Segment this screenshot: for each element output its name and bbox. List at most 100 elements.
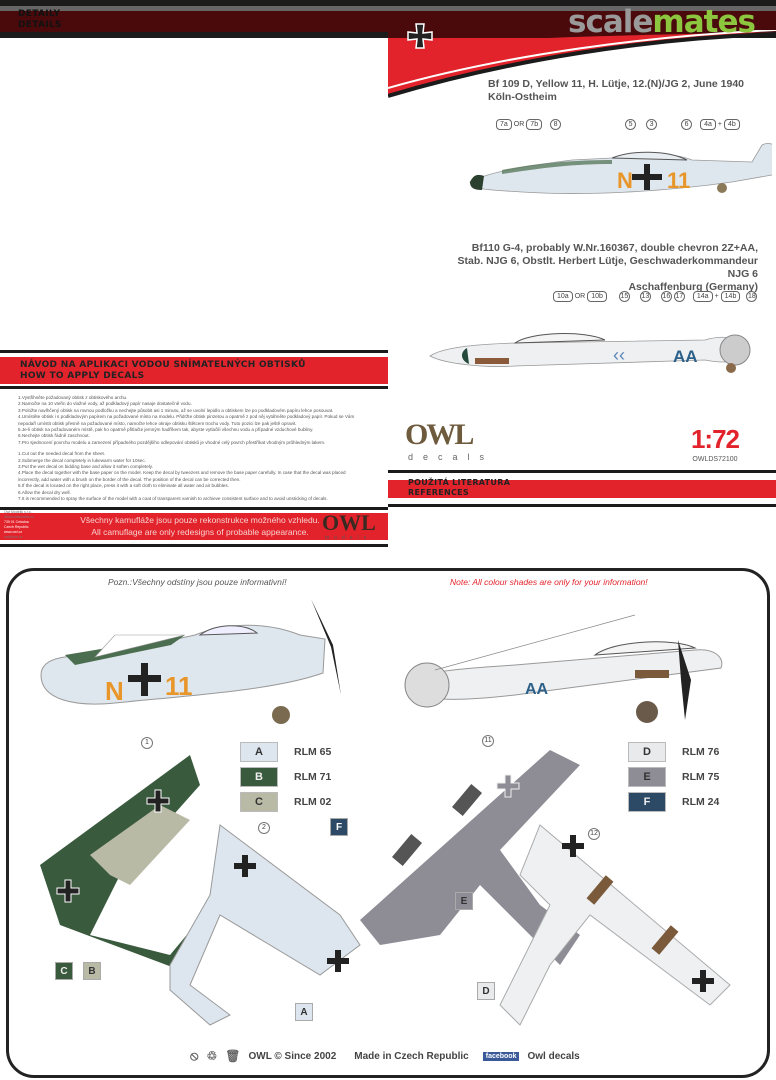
references-title-en: REFERENCES (408, 488, 469, 497)
iron-cross-icon (407, 23, 433, 49)
callout: 17 (673, 291, 685, 302)
colour-swatch: E (628, 767, 666, 787)
copyright: OWL © Since 2002 (248, 1050, 337, 1062)
instructions-title: NÁVOD NA APLIKACI VODOU SNÍMATELNÝCH OBT… (20, 360, 306, 382)
instruction-step: 3.Položte navlhčený obtisk na rovnou pod… (18, 407, 334, 413)
instruction-step: 6.Nechejte obtisk řádně zaschnout. (18, 433, 90, 439)
scheme2-unit: Stab. NJG 6, Obstlt. Herbert Lütje, Gesc… (457, 255, 759, 280)
code-letter-n: N (105, 676, 124, 706)
instruction-step: 5.If the decal is located on the right p… (18, 483, 229, 489)
divider (388, 470, 776, 473)
instruction-step: 2.Submerge the decal completely in lukew… (18, 457, 146, 463)
camouflage-note-en: All camuflage are only redesigns of prob… (91, 527, 309, 537)
colour-name: RLM 76 (682, 746, 720, 758)
scheme1-caption: Bf 109 D, Yellow 11, H. Lütje, 12.(N)/JG… (488, 78, 744, 104)
instructions-title-en: HOW TO APPLY DECALS (20, 371, 145, 381)
instruction-step: 1.Vystřihněte požadovaný obtisk z obtisk… (18, 395, 128, 400)
plan-callout: 11 (482, 735, 494, 747)
camouflage-note: Všechny kamufláže jsou pouze rekonstrukc… (80, 514, 320, 538)
instr-band (0, 357, 388, 384)
callout: 4a (700, 119, 716, 130)
callout-plus: + (717, 120, 722, 129)
colour-note-en: Note: All colour shades are only for you… (450, 577, 648, 587)
watermark-part1: scale (568, 4, 653, 40)
bf109-plan-views (40, 755, 361, 1026)
callout: 8 (550, 119, 562, 130)
colour-label-e: E (455, 892, 473, 910)
instruction-step: 1.Cut out the needed decal from the shee… (18, 451, 106, 457)
colour-chip-f: F RLM 24 (628, 792, 719, 812)
company-line: Owl Modelik s.r.o. (4, 510, 32, 514)
instruction-step: 3.Put the wet decal on bidding base and … (18, 464, 154, 470)
instruction-step: 7.Pro sjednocení povrchu modelu a zameze… (18, 439, 326, 445)
colour-label-b: B (83, 962, 101, 980)
plan-callout: 2 (258, 822, 270, 834)
colour-label-c: C (55, 962, 73, 980)
code-aa: AA (673, 347, 698, 366)
facebook-icon[interactable]: facebook (482, 1051, 520, 1061)
divider (0, 350, 388, 353)
owl-decals-sub: decals (408, 452, 495, 462)
product-code: OWLDS72100 (692, 456, 738, 463)
recycle-icon: ♲ (206, 1049, 218, 1063)
callout: 18 (746, 291, 758, 302)
callout-or: OR (574, 292, 586, 301)
instruction-step: 6.Allow the decal dry well. (18, 489, 71, 495)
plan-callout: 1 (141, 737, 153, 749)
bf110-plan-views (360, 750, 731, 1026)
scheme1-location: Köln-Ostheim (488, 91, 557, 103)
owl-models-logo: OWL (322, 510, 376, 535)
callout: 5 (625, 119, 637, 130)
scheme2-location: Aschaffenburg (Germany) (628, 281, 758, 293)
camouflage-note-cz: Všechny kamufláže jsou pouze rekonstrukc… (80, 515, 320, 525)
bf110-side-profile: ‹‹ AA (429, 333, 751, 373)
callout-plus: + (714, 292, 719, 301)
watermark-part2: mates (652, 4, 756, 40)
colour-swatch: B (240, 767, 278, 787)
owl-models-sub: models (325, 535, 372, 541)
company-line: www.owl.cz (4, 530, 23, 534)
callout: 4b (723, 119, 740, 130)
company-line: Www.owlmodels.cz (4, 515, 35, 519)
red-swoosh (388, 30, 776, 98)
colour-profile-panel (6, 568, 770, 1078)
colour-swatch: D (628, 742, 666, 762)
bf109-side-profile: N 11 (469, 143, 772, 194)
callout: 15 (618, 291, 630, 302)
bf110-colour-side-view: AA (404, 614, 723, 723)
callout: 3 (646, 119, 658, 130)
code-number-11: 11 (667, 168, 690, 193)
colour-swatch: F (628, 792, 666, 812)
callout-or: OR (513, 120, 525, 129)
callout: 13 (639, 291, 651, 302)
scheme2-caption: Bf110 G-4, probably W.Nr.160367, double … (440, 242, 759, 294)
callout: 16 (660, 291, 672, 302)
colour-name: RLM 24 (682, 796, 720, 808)
references-title: POUŽITÁ LITERATURA REFERENCES (408, 478, 510, 498)
scheme1-title: Bf 109 D, Yellow 11, H. Lütje, 12.(N)/JG… (488, 78, 744, 90)
callout: 14b (720, 291, 741, 302)
colour-name: RLM 02 (294, 796, 332, 808)
instruction-steps: 1.Vystřihněte požadovaný obtisk z obtisk… (18, 395, 368, 503)
made-in: Made in Czech Republic (354, 1050, 469, 1062)
no-children-icon: ⦸ (190, 1048, 199, 1063)
instruction-step: 5.Je-li obtisk na požadovaném místě, pak… (18, 427, 314, 433)
colour-swatch: A (240, 742, 278, 762)
references-band (388, 480, 776, 498)
callout: 7a (496, 119, 512, 130)
colour-note-cz: Pozn.:Všechny odstíny jsou pouze informa… (108, 577, 287, 587)
scale-label: 1:72 (690, 424, 740, 454)
details-title: DETAILY DETAILS (18, 9, 62, 31)
instructions-title-cz: NÁVOD NA APLIKACI VODOU SNÍMATELNÝCH OBT… (20, 360, 306, 370)
waste-bin-icon: 🗑 (225, 1049, 241, 1063)
callout: 10b (587, 291, 607, 302)
instruction-step: 7.It is recommended to spray the surface… (18, 496, 328, 502)
colour-label-d: D (477, 982, 495, 1000)
footer-band (0, 513, 388, 540)
callout: 6 (681, 119, 693, 130)
callout: 14a (692, 291, 713, 302)
